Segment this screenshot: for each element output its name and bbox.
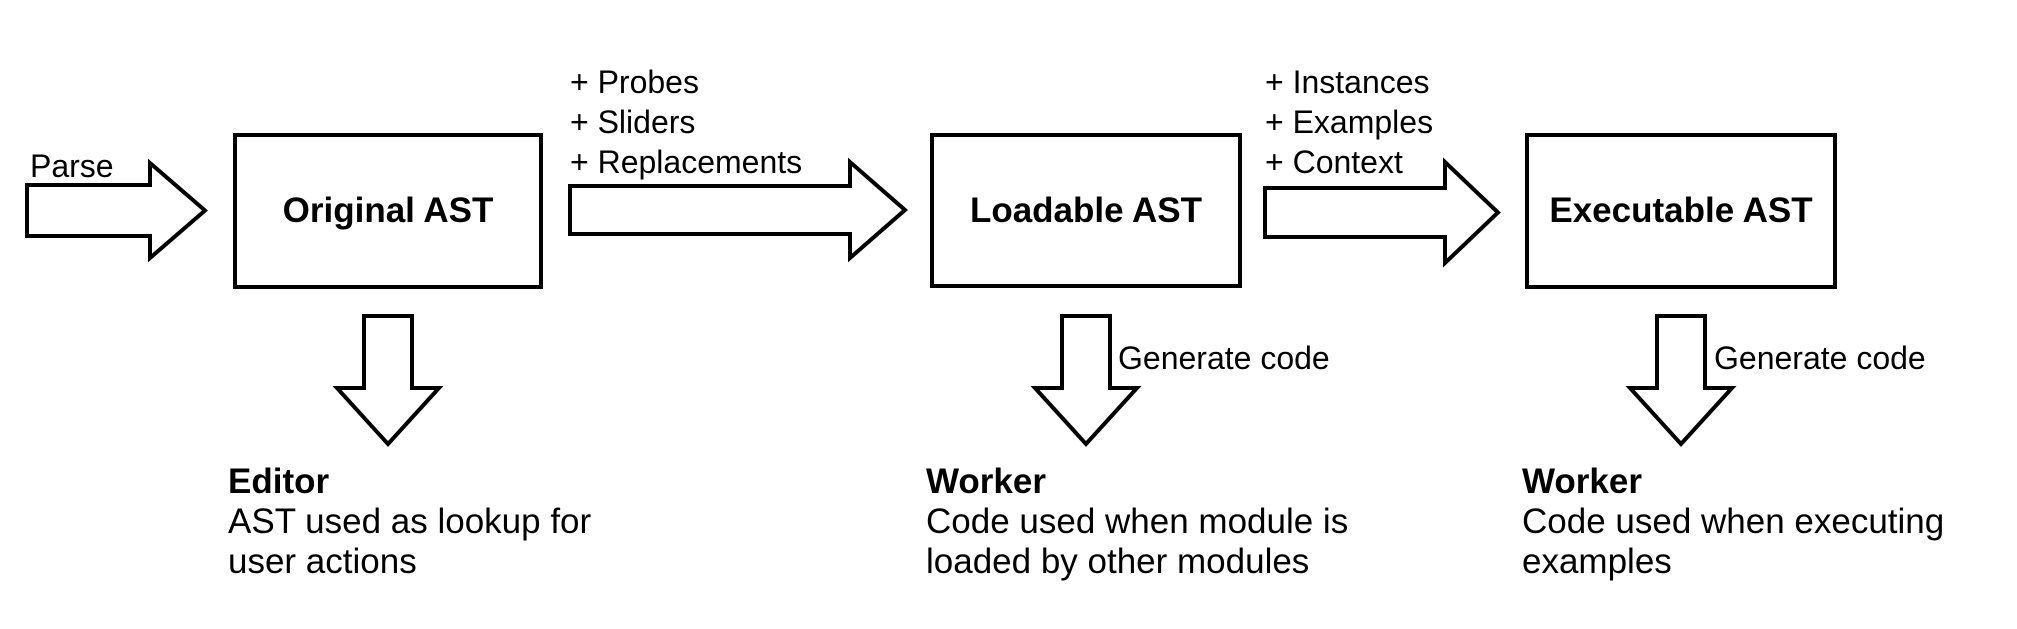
annotation-probes: + Probes <box>570 64 699 100</box>
parse-arrow-label: Parse <box>30 148 114 184</box>
annotation-context: + Context <box>1265 144 1403 180</box>
worker-output-title-1: Worker <box>926 462 1046 501</box>
annotation-instances: + Instances <box>1265 64 1430 100</box>
generate-code-label-1: Generate code <box>1118 340 1330 376</box>
down-arrow-icon-worker-2 <box>1625 314 1737 447</box>
editor-output-title: Editor <box>228 462 330 501</box>
annotation-replacements: + Replacements <box>570 144 803 180</box>
worker-output-1-line-1: Code used when module is <box>926 502 1349 541</box>
worker-output-title-2: Worker <box>1522 462 1642 501</box>
editor-output-block: Editor AST used as lookup for user actio… <box>228 462 591 582</box>
worker-output-block-1: Worker Code used when module is loaded b… <box>926 462 1348 582</box>
transform-arrow-right-icon-1 <box>568 157 909 263</box>
executable-ast-label: Executable AST <box>1549 191 1813 230</box>
executable-ast-box: Executable AST <box>1525 133 1837 289</box>
generate-code-label-2: Generate code <box>1714 340 1926 376</box>
loadable-ast-label: Loadable AST <box>969 190 1203 230</box>
transform-arrow-right-icon-2 <box>1263 157 1501 268</box>
original-ast-label: Original AST <box>282 191 494 230</box>
down-arrow-icon-worker-1 <box>1030 314 1142 447</box>
annotation-examples: + Examples <box>1265 104 1434 140</box>
loadable-ast-box: Loadable AST <box>930 133 1242 288</box>
worker-output-2-line-2: examples <box>1522 542 1672 581</box>
worker-output-block-2: Worker Code used when executing examples <box>1522 462 1944 582</box>
worker-output-2-line-1: Code used when executing <box>1522 502 1945 541</box>
transform-annotations-2: + Instances + Examples + Context <box>1265 62 1433 182</box>
worker-output-1-line-2: loaded by other modules <box>926 542 1310 581</box>
annotation-sliders: + Sliders <box>570 104 696 140</box>
original-ast-box: Original AST <box>233 133 543 289</box>
editor-output-line-1: AST used as lookup for <box>228 502 592 541</box>
transform-annotations-1: + Probes + Sliders + Replacements <box>570 62 802 182</box>
parse-arrow-right-icon <box>25 158 209 263</box>
down-arrow-icon-editor <box>332 314 444 447</box>
editor-output-line-2: user actions <box>228 542 417 581</box>
